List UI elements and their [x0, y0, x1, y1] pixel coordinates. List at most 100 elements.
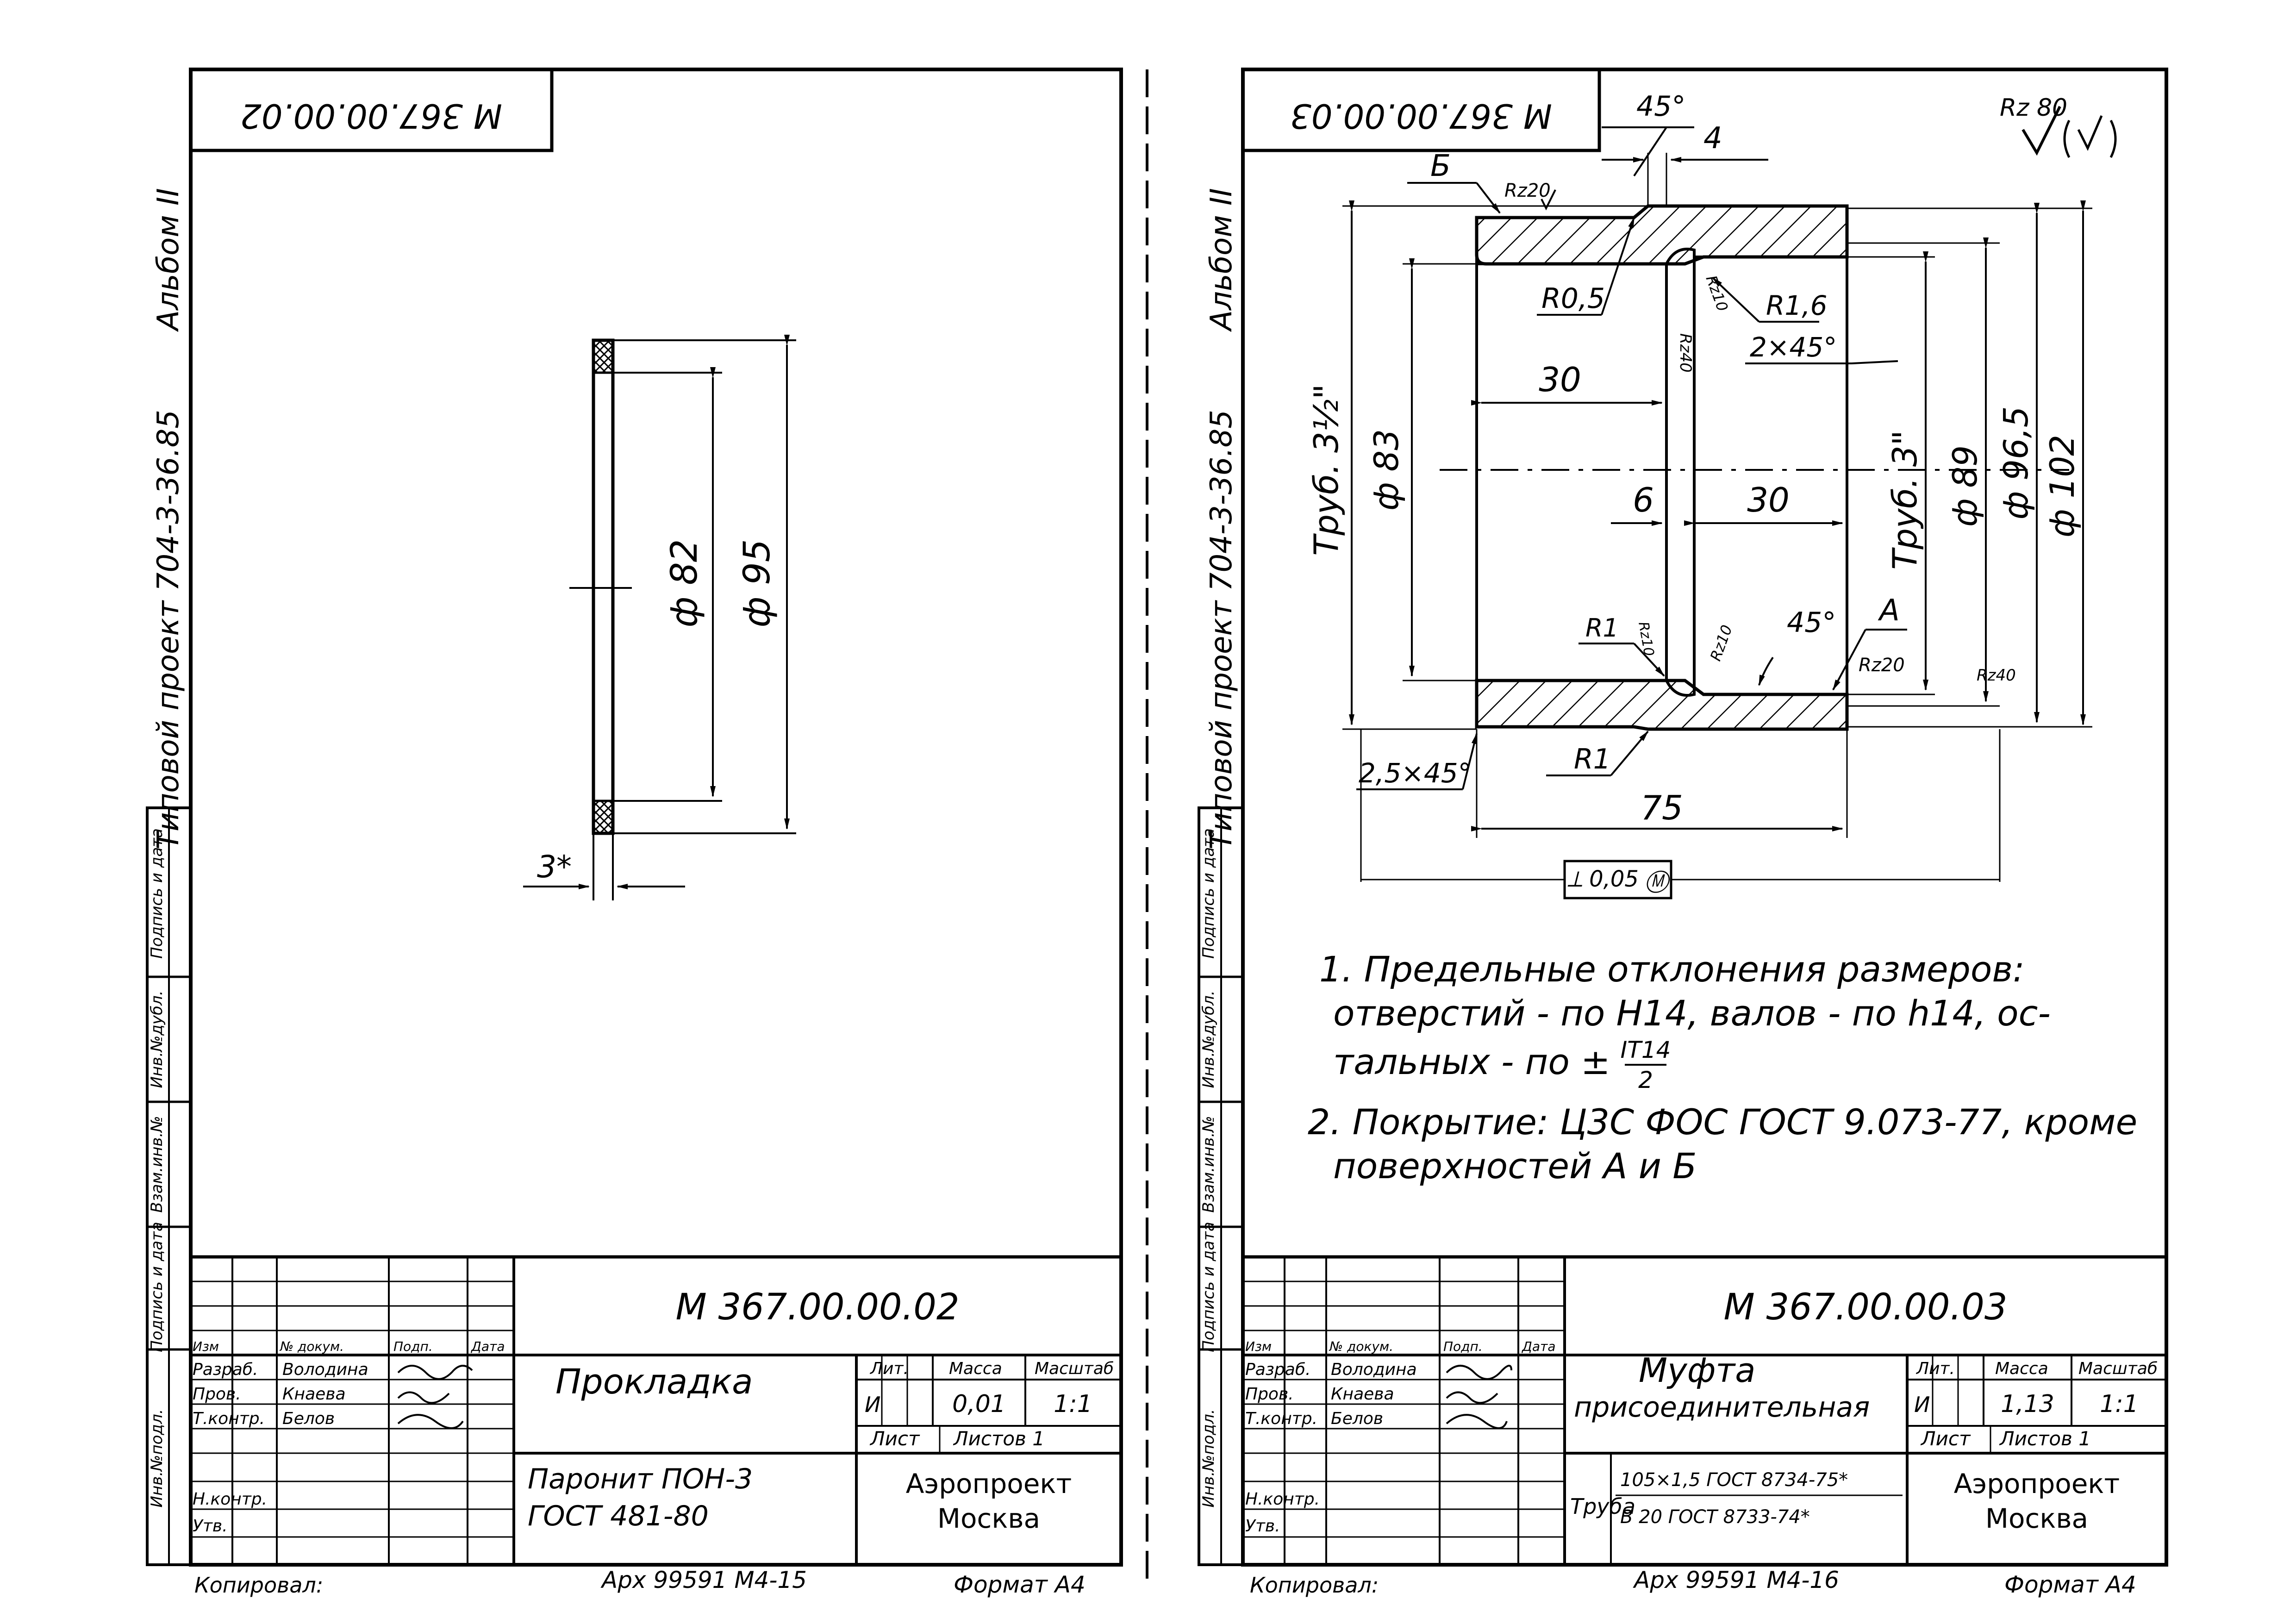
note-1c: тальных - по ±	[1333, 1041, 1610, 1082]
right-code-box: М 367.00.00.03	[1241, 68, 1601, 152]
left-tb-role-3: Т.контр.	[193, 1409, 265, 1428]
left-title-block: М 367.00.00.02 Прокладка Паронит ПОН-3 Г…	[189, 1255, 1123, 1567]
right-tb-material-label: Труба	[1570, 1494, 1635, 1519]
right-tb-org-2: Москва	[1985, 1503, 2088, 1534]
left-tb-colhead-date: Дата	[470, 1339, 505, 1354]
right-signature-3	[1446, 1414, 1508, 1429]
rz10-top: Rz10	[1702, 273, 1731, 314]
dim-dia-83: ф 83	[1367, 429, 1406, 511]
dim-thickness: 3*	[537, 849, 572, 885]
left-tb-role-1: Разраб.	[193, 1360, 258, 1379]
right-tb-lit-header: Лит.	[1915, 1359, 1955, 1378]
dim-chamfer-2x45: 2×45°	[1750, 331, 1837, 363]
dim-len-75: 75	[1641, 788, 1683, 827]
right-tb-role-2: Пров.	[1245, 1385, 1294, 1404]
right-tb-name-row-3: Белов	[1331, 1409, 1383, 1428]
left-tb-scale-value: 1:1	[1054, 1390, 1092, 1418]
dim-r16: R1,6	[1766, 290, 1828, 321]
left-tb-sheet: Лист	[869, 1427, 920, 1450]
left-stamp-2: Подпись и дата	[148, 1222, 166, 1352]
dim-4: 4	[1703, 121, 1722, 156]
gasket-drawing: ф 82 ф 95 3*	[523, 335, 796, 900]
left-code-box: М 367.00.00.02	[189, 68, 554, 152]
rz10-small: Rz10	[1635, 620, 1657, 657]
right-stamp-2: Подпись и дата	[1199, 1222, 1218, 1352]
roughness-symbol: Rz 80	[2000, 94, 2117, 158]
left-footer-copied: Копировал:	[194, 1573, 323, 1598]
left-tb-role-2: Пров.	[193, 1385, 241, 1404]
right-side-album: Альбом II	[1204, 188, 1239, 332]
left-tb-scale-header: Масштаб	[1035, 1359, 1114, 1378]
left-tb-name: Прокладка	[555, 1362, 753, 1402]
right-tb-code: М 367.00.00.03	[1723, 1287, 2007, 1328]
left-signature-3	[397, 1414, 464, 1429]
dim-outer-dia: ф 95	[736, 539, 778, 628]
rz40-top: Rz40	[1676, 333, 1695, 373]
left-tb-name-3: Белов	[282, 1409, 335, 1428]
left-tb-sheets: Листов 1	[953, 1427, 1045, 1450]
left-footer-archive: Арх 99591 М4-15	[600, 1567, 807, 1593]
note-1b: отверстий - по Н14, валов - по h14, ос-	[1333, 993, 2051, 1034]
rz20-top: Rz20	[1504, 180, 1551, 201]
left-tb-material-1: Паронит ПОН-3	[528, 1463, 753, 1495]
label-a: А	[1878, 593, 1900, 628]
left-tb-mass-value: 0,01	[952, 1390, 1006, 1418]
dim-30-top: 30	[1539, 360, 1581, 399]
rz10-b: Rz10	[1707, 623, 1736, 663]
dim-pipe-left: Труб. 3½"	[1307, 384, 1346, 556]
left-tb-org-2: Москва	[937, 1503, 1040, 1534]
tolerance-frame	[1563, 860, 1672, 899]
left-tb-role-0: Изм	[193, 1339, 219, 1354]
dim-angle-45-top: 45°	[1636, 90, 1685, 123]
right-side-project: Типовой проект 704-3-36.85	[1204, 410, 1239, 849]
right-tb-scale-header: Масштаб	[2078, 1359, 2158, 1378]
coupling-top-wall	[1475, 204, 1849, 266]
gasket-section	[592, 338, 615, 835]
right-signature-1	[1446, 1365, 1512, 1380]
note-frac-num: IT14	[1621, 1037, 1671, 1063]
right-stamp-4: Инв.№дубл.	[1199, 990, 1218, 1088]
right-tb-sheets: Листов 1	[1999, 1427, 2091, 1450]
left-tb-name-1: Володина	[282, 1360, 368, 1379]
left-tb-name-2: Кнаева	[282, 1385, 346, 1404]
left-stamp-4: Инв.№дубл.	[148, 990, 166, 1088]
right-tb-role-3: Т.контр.	[1245, 1409, 1317, 1428]
right-tb-role-5: Утв.	[1245, 1517, 1280, 1536]
dim-dia-102: ф 102	[2043, 435, 2082, 537]
right-tb-colhead-sign: Подп.	[1443, 1339, 1483, 1354]
right-footer-copied: Копировал:	[1250, 1573, 1379, 1598]
dim-r05: R0,5	[1541, 282, 1605, 315]
right-stamp-1: Инв.№подл.	[1199, 1409, 1218, 1508]
dim-dia-96-5: ф 96,5	[1997, 406, 2035, 520]
left-tb-colhead-sign: Подп.	[393, 1339, 433, 1354]
rz20-b: Rz20	[1859, 655, 1905, 676]
tolerance-text: ⟂ 0,05 Ⓜ	[1567, 866, 1670, 893]
right-tb-scale-value: 1:1	[2100, 1390, 2139, 1418]
right-code-rotated: М 367.00.00.03	[1290, 96, 1552, 135]
left-signature-1	[397, 1365, 473, 1380]
right-tb-lit-value: И	[1914, 1392, 1930, 1417]
left-tb-colhead-doc: № докум.	[279, 1339, 344, 1354]
right-tb-role-4: Н.контр.	[1245, 1490, 1320, 1509]
dim-chamfer-25: 2,5×45°	[1359, 757, 1472, 789]
right-tb-mass-value: 1,13	[2001, 1390, 2054, 1418]
left-signature-2	[397, 1391, 450, 1404]
right-signature-2	[1446, 1391, 1498, 1404]
right-footer-archive: Арх 99591 М4-16	[1633, 1567, 1839, 1593]
dim-30-mid: 30	[1747, 481, 1790, 519]
right-title-block: М 367.00.00.03 Муфта присоединительная Т…	[1241, 1255, 2168, 1567]
gasket-hatch-top	[592, 339, 614, 374]
right-tb-name-row-2: Кнаева	[1331, 1385, 1394, 1404]
left-tb-material-2: ГОСТ 481-80	[528, 1500, 709, 1532]
note-frac-den: 2	[1638, 1067, 1653, 1093]
right-tb-org-1: Аэропроект	[1954, 1468, 2120, 1499]
note-1a: 1. Предельные отклонения размеров:	[1319, 949, 2025, 990]
right-tb-mass-header: Масса	[1995, 1359, 2048, 1378]
left-side-project: Типовой проект 704-3-36.85	[151, 410, 186, 849]
right-tb-colhead-date: Дата	[1521, 1339, 1556, 1354]
note-2a: 2. Покрытие: Ц3С ФОС ГОСТ 9.073-77, кром…	[1308, 1101, 2137, 1143]
right-stamp-5: Подпись и дата	[1199, 828, 1218, 959]
right-tb-role-0: Изм	[1245, 1339, 1272, 1354]
left-stamp-5: Подпись и дата	[148, 828, 166, 959]
right-footer-format: Формат А4	[2004, 1571, 2136, 1598]
